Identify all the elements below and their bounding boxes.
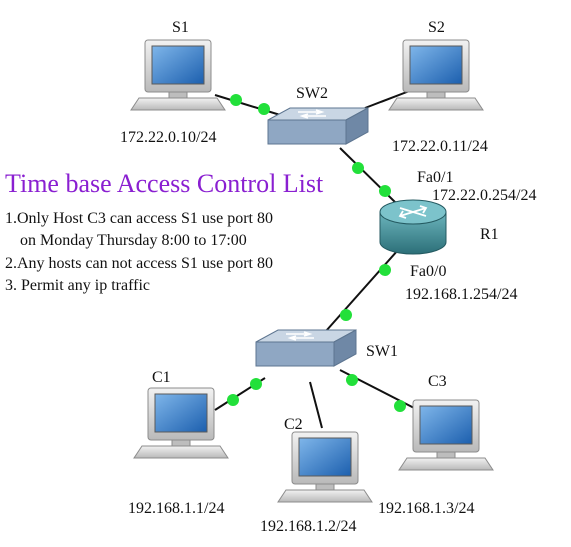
task-list: 1.Only Host C3 can access S1 use port 80… xyxy=(5,210,273,294)
c2-ip: 192.168.1.2/24 xyxy=(260,518,356,535)
link-r1-sw1 xyxy=(317,249,399,341)
link-dot xyxy=(379,185,391,197)
task-item: 1.Only Host C3 can access S1 use port 80 xyxy=(5,210,273,227)
sw1-label: SW1 xyxy=(366,343,398,360)
task-item: on Monday Thursday 8:00 to 17:00 xyxy=(20,232,247,249)
router-r1[interactable]: R1 Fa0/1 172.22.0.254/24 Fa0/0 192.168.1… xyxy=(379,169,536,303)
c1-label: C1 xyxy=(152,369,171,386)
link-sw2-s2 xyxy=(364,89,413,109)
link-dot xyxy=(230,94,242,106)
c3-label: C3 xyxy=(428,373,447,390)
pc-icon xyxy=(388,39,484,111)
s2-ip: 172.22.0.11/24 xyxy=(392,138,488,155)
diagram-title: Time base Access Control List xyxy=(5,169,324,198)
c1-ip: 192.168.1.1/24 xyxy=(128,500,224,517)
link-dot xyxy=(258,103,270,115)
r1-fa01-label: Fa0/1 xyxy=(417,169,453,186)
router-icon xyxy=(379,199,447,255)
host-c3[interactable]: C3 192.168.1.3/24 xyxy=(378,373,494,517)
link-dot xyxy=(346,374,358,386)
switch-sw1[interactable]: SW1 xyxy=(255,329,398,367)
s2-label: S2 xyxy=(428,19,445,36)
switch-sw2[interactable]: SW2 xyxy=(267,85,369,145)
c2-label: C2 xyxy=(284,416,303,433)
sw2-label: SW2 xyxy=(296,85,328,102)
link-dot xyxy=(227,394,239,406)
link-dot xyxy=(394,400,406,412)
link-dot xyxy=(250,378,262,390)
link-dot xyxy=(379,264,391,276)
link-sw2-r1 xyxy=(339,147,399,206)
switch-icon xyxy=(267,107,369,145)
pc-icon xyxy=(398,399,494,471)
r1-label: R1 xyxy=(480,226,499,243)
host-s2[interactable]: S2 172.22.0.11/24 xyxy=(388,19,488,155)
c3-ip: 192.168.1.3/24 xyxy=(378,500,474,517)
task-item: 2.Any hosts can not access S1 use port 8… xyxy=(5,255,273,272)
host-c2[interactable]: C2 192.168.1.2/24 xyxy=(260,416,373,535)
r1-fa00-ip: 192.168.1.254/24 xyxy=(405,286,517,303)
host-s1[interactable]: S1 172.22.0.10/24 xyxy=(120,19,226,146)
s1-label: S1 xyxy=(172,19,189,36)
r1-fa01-ip: 172.22.0.254/24 xyxy=(432,187,536,204)
link-s1-sw2 xyxy=(214,94,291,119)
link-dots xyxy=(227,94,406,412)
link-sw1-c2 xyxy=(309,381,323,429)
pc-icon xyxy=(130,39,226,111)
task-item: 3. Permit any ip traffic xyxy=(5,277,150,294)
pc-icon xyxy=(277,431,373,503)
switch-icon xyxy=(255,329,357,367)
link-dot xyxy=(352,162,364,174)
r1-fa00-label: Fa0/0 xyxy=(410,263,446,280)
link-dot xyxy=(340,309,352,321)
pc-icon xyxy=(133,387,229,459)
s1-ip: 172.22.0.10/24 xyxy=(120,129,216,146)
host-c1[interactable]: C1 192.168.1.1/24 xyxy=(128,369,229,517)
